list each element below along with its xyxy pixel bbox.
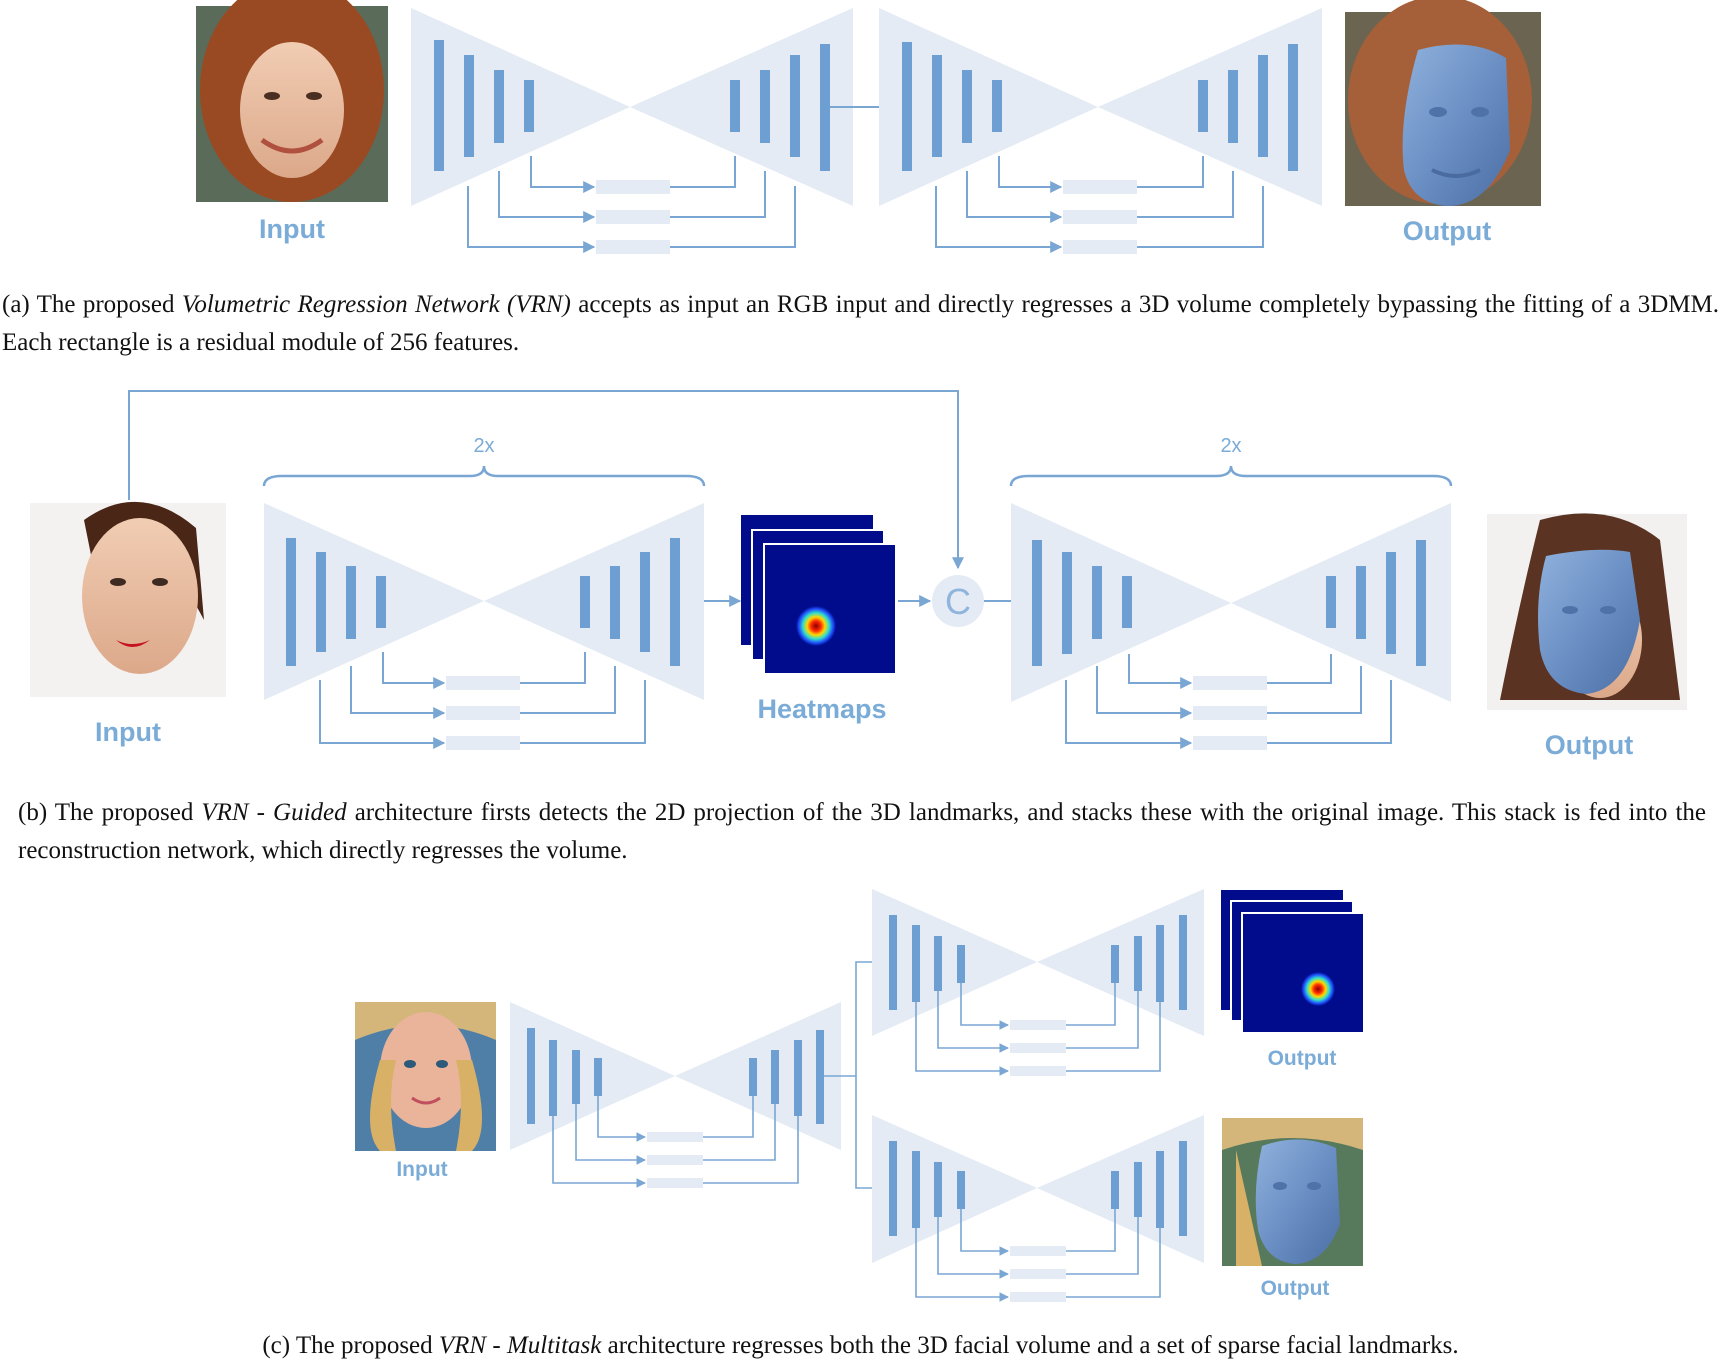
output-face-mesh-b bbox=[1487, 513, 1687, 710]
heatmaps-label-b: Heatmaps bbox=[757, 694, 886, 724]
caption-c-rest: architecture regresses both the 3D facia… bbox=[601, 1332, 1459, 1359]
caption-a-rest: accepts as input an RGB input and direct… bbox=[2, 291, 1719, 356]
output-face-mesh-a bbox=[1345, 0, 1541, 206]
caption-b-emph2: Guided bbox=[273, 799, 347, 826]
panel-b: Input 2x bbox=[30, 390, 1687, 760]
input-face-photo-b bbox=[30, 501, 226, 697]
hourglass-network-2-b bbox=[1011, 503, 1451, 750]
caption-a: (a) The proposed Volumetric Regression N… bbox=[2, 286, 1719, 362]
repeat-brace-left-b bbox=[262, 465, 706, 487]
hourglass-network-2-a bbox=[879, 8, 1322, 254]
concat-label-b: C bbox=[945, 581, 971, 622]
repeat-count-left-b: 2x bbox=[473, 435, 494, 457]
output-face-mesh-c bbox=[1222, 1118, 1363, 1266]
hourglass-network-landmarks-c bbox=[872, 889, 1204, 1076]
caption-a-emph: Volumetric Regression Network (VRN) bbox=[181, 291, 571, 318]
input-label-a: Input bbox=[259, 214, 325, 244]
caption-b-emph1: VRN bbox=[201, 799, 249, 826]
caption-b-mid: - bbox=[248, 799, 274, 826]
heatmaps-stack-c bbox=[1221, 890, 1365, 1034]
caption-b-rest: architecture firsts detects the 2D proje… bbox=[18, 799, 1707, 864]
heatmaps-stack-b bbox=[741, 515, 897, 675]
caption-c-emph2: Multitask bbox=[506, 1332, 602, 1359]
heatmap-peak-c bbox=[1301, 972, 1335, 1006]
panel-c: Input bbox=[355, 889, 1365, 1302]
skip-connection-b bbox=[128, 390, 964, 570]
caption-b-prefix: (b) The proposed bbox=[18, 799, 202, 826]
output-label-b: Output bbox=[1545, 730, 1633, 760]
heatmap-peak bbox=[796, 606, 836, 646]
hourglass-network-1-a bbox=[411, 8, 853, 254]
input-face-photo-a bbox=[196, 0, 388, 202]
caption-a-prefix: (a) The proposed bbox=[2, 291, 182, 318]
caption-c: (c) The proposed VRN - Multitask archite… bbox=[0, 1327, 1721, 1365]
hourglass-network-volume-c bbox=[872, 1115, 1204, 1302]
input-label-c: Input bbox=[396, 1158, 447, 1181]
caption-c-prefix: (c) The proposed bbox=[262, 1332, 439, 1359]
repeat-brace-right-b bbox=[1009, 465, 1453, 487]
concat-node-b bbox=[932, 575, 984, 627]
repeat-count-right-b: 2x bbox=[1220, 435, 1241, 457]
caption-c-mid: - bbox=[486, 1332, 507, 1359]
output-label-a: Output bbox=[1403, 216, 1491, 246]
output-label-volume-c: Output bbox=[1261, 1277, 1330, 1300]
input-face-photo-c bbox=[355, 1002, 496, 1151]
input-label-b: Input bbox=[95, 717, 161, 747]
panel-a: Input bbox=[196, 0, 1541, 254]
caption-b: (b) The proposed VRN - Guided architectu… bbox=[18, 794, 1706, 870]
hourglass-network-shared-c bbox=[510, 1002, 841, 1188]
hourglass-network-1-b bbox=[264, 503, 704, 750]
output-label-landmarks-c: Output bbox=[1268, 1047, 1337, 1070]
caption-c-emph1: VRN bbox=[438, 1332, 487, 1359]
